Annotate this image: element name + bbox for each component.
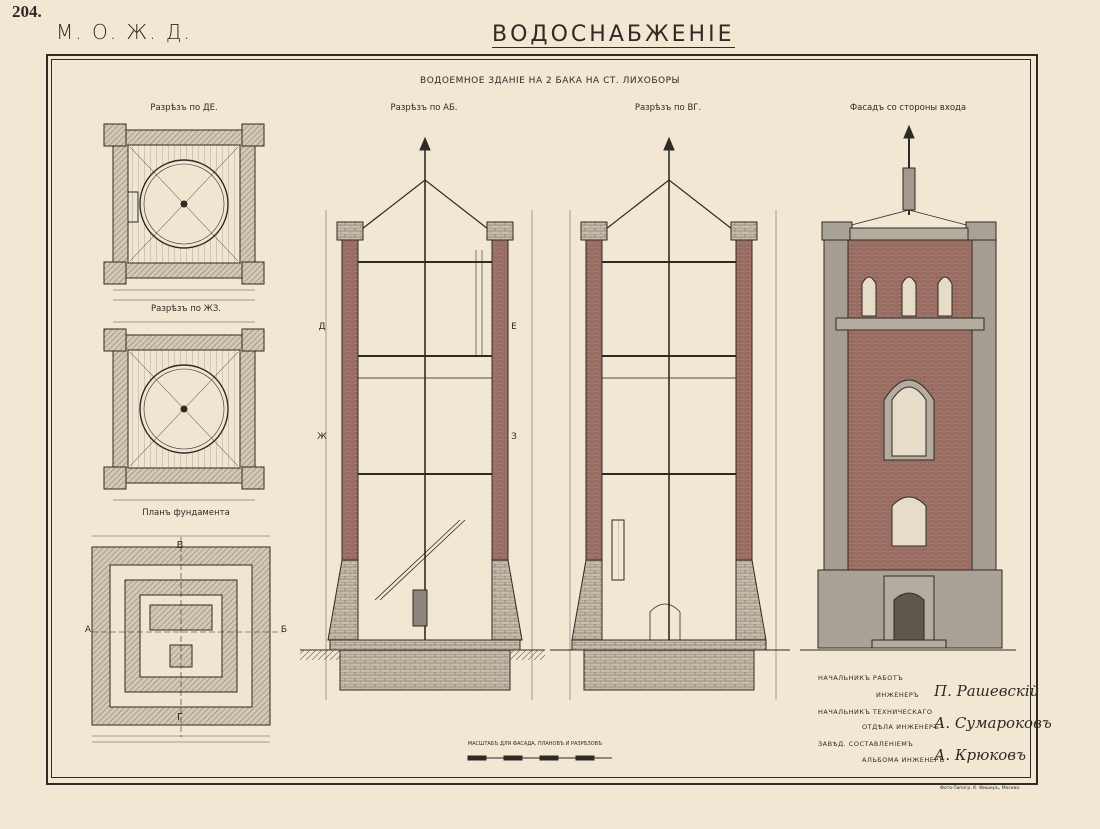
plan-letter-b: Б xyxy=(280,625,288,635)
facade xyxy=(800,124,1016,651)
section-ab xyxy=(300,136,545,700)
signature-1: П. Рашевскій xyxy=(934,682,1040,700)
plan-letter-zh: Ж xyxy=(317,432,327,442)
credit-line-2: ИНЖЕНЕРЪ xyxy=(876,691,920,699)
plan-letter-g: Г xyxy=(176,712,184,723)
plan-section-zhz xyxy=(103,321,265,501)
scale-label: МАСШТАБЪ ДЛЯ ФАСАДА, ПЛАНОВЪ И РАЗРѢЗОВЪ xyxy=(467,741,603,747)
credit-line-3: НАЧАЛЬНИКЪ ТЕХНИЧЕСКАГО xyxy=(818,708,933,716)
plan-letter-z: З xyxy=(511,432,517,442)
credit-line-5: ЗАВѢД. СОСТАВЛЕНІЕМЪ xyxy=(818,740,914,748)
plan-letter-a: А xyxy=(84,625,92,635)
plate-frame-outer xyxy=(46,54,1038,785)
caption-section-vg: Разрѣзъ по ВГ. xyxy=(634,103,702,113)
plate-title: ВОДОЕМНОЕ ЗДАНІЕ НА 2 БАКА НА СТ. ЛИХОБО… xyxy=(420,76,680,86)
plan-letter-v: В xyxy=(176,540,184,551)
scale-bar xyxy=(467,755,612,761)
section-title: ВОДОСНАБЖЕНІЕ xyxy=(492,22,735,48)
caption-section-zhz: Разрѣзъ по ЖЗ. xyxy=(151,304,221,314)
plan-letter-e: Е xyxy=(511,322,517,332)
caption-section-de: Разрѣзъ по ДЕ. xyxy=(150,103,218,113)
plan-foundation xyxy=(91,535,282,743)
credit-line-1: НАЧАЛЬНИКЪ РАБОТЪ xyxy=(818,674,904,682)
caption-foundation-plan: Планъ фундамента xyxy=(142,508,230,518)
credit-line-6: АЛЬБОМА ИНЖЕНЕРЪ xyxy=(862,756,945,764)
page-number: 204. xyxy=(12,2,42,21)
plan-letter-d: Д xyxy=(318,322,326,332)
caption-section-ab: Разрѣзъ по АБ. xyxy=(390,103,458,113)
credit-line-4: ОТДѢЛА ИНЖЕНЕРЪ xyxy=(862,723,940,731)
plate-frame-inner xyxy=(51,59,1031,778)
plan-section-de xyxy=(103,123,265,301)
railway-name: М. О. Ж. Д. xyxy=(56,20,192,44)
signature-2: А. Сумароковъ xyxy=(934,714,1052,732)
printer-imprint: Фото-Типогр. К. Фишеръ, Москва. xyxy=(940,786,1021,791)
credits-block: НАЧАЛЬНИКЪ РАБОТЪ ИНЖЕНЕРЪ П. Рашевскій … xyxy=(818,670,1052,770)
signature-3: А. Крюковъ xyxy=(934,746,1027,764)
section-vg xyxy=(550,136,790,700)
caption-facade: Фасадъ со стороны входа xyxy=(849,103,967,113)
